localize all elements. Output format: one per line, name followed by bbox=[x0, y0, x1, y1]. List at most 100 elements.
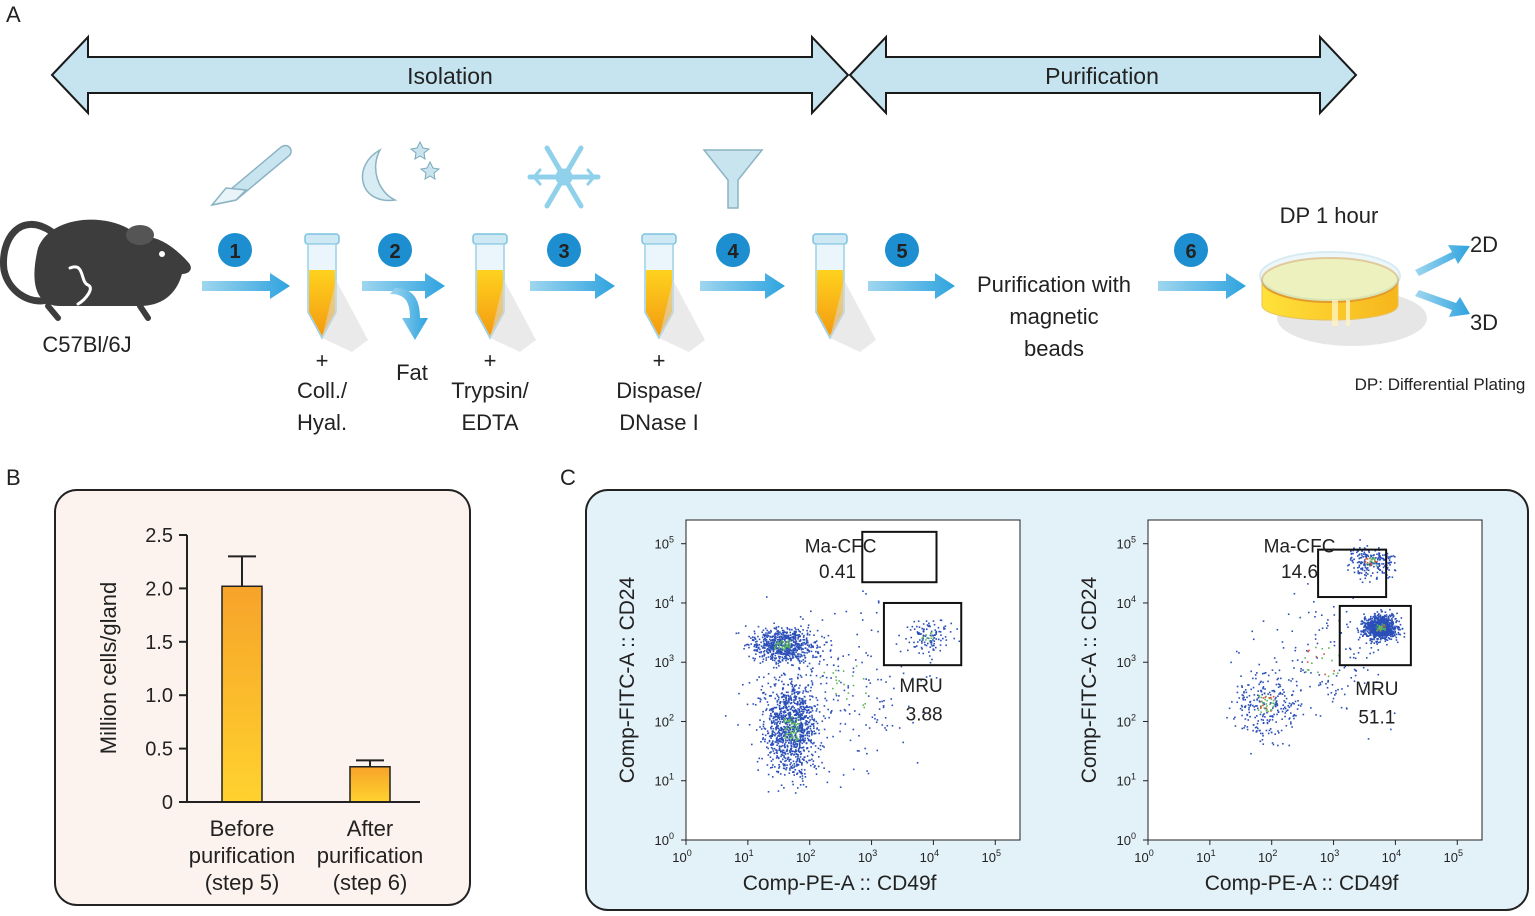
event-dot bbox=[1392, 630, 1395, 633]
event-dot bbox=[764, 738, 766, 741]
event-dot bbox=[788, 760, 791, 762]
event-dot bbox=[812, 725, 815, 728]
event-dot bbox=[1373, 561, 1376, 564]
event-dot bbox=[823, 767, 825, 769]
event-dot bbox=[780, 745, 783, 748]
event-dot bbox=[792, 728, 795, 731]
event-dot bbox=[791, 738, 794, 740]
event-dot bbox=[801, 726, 803, 728]
event-dot bbox=[780, 761, 782, 763]
event-dot bbox=[796, 787, 799, 789]
event-dot bbox=[799, 722, 801, 725]
event-dot bbox=[791, 736, 793, 738]
event-dot bbox=[778, 749, 780, 752]
event-dot bbox=[930, 630, 933, 633]
event-dot bbox=[796, 730, 799, 733]
event-dot bbox=[782, 738, 784, 741]
event-dot bbox=[1379, 629, 1382, 632]
event-dot bbox=[1376, 558, 1379, 561]
event-dot bbox=[870, 629, 873, 632]
event-dot bbox=[942, 637, 944, 640]
event-dot bbox=[1378, 552, 1380, 554]
event-dot bbox=[885, 729, 888, 731]
event-dot bbox=[770, 737, 772, 739]
event-dot bbox=[801, 739, 804, 742]
event-dot bbox=[1258, 694, 1261, 697]
event-dot bbox=[1376, 577, 1378, 580]
event-dot bbox=[769, 635, 772, 638]
event-dot bbox=[786, 723, 789, 726]
event-dot bbox=[785, 697, 787, 700]
event-dot bbox=[786, 658, 788, 660]
event-dot bbox=[807, 721, 810, 724]
event-dot bbox=[759, 719, 761, 721]
event-dot bbox=[1233, 718, 1235, 720]
event-dot bbox=[773, 676, 776, 679]
event-dot bbox=[784, 763, 786, 766]
event-dot bbox=[1259, 681, 1262, 684]
event-dot bbox=[1388, 619, 1390, 621]
event-dot bbox=[1360, 623, 1362, 625]
bar-chart: 00.51.01.52.02.5 Beforepurification(step… bbox=[96, 525, 423, 895]
event-dot bbox=[1371, 572, 1374, 574]
event-dot bbox=[773, 659, 776, 662]
event-dot bbox=[809, 689, 812, 692]
event-dot bbox=[1398, 626, 1401, 629]
event-dot bbox=[939, 631, 942, 633]
event-dot bbox=[1271, 715, 1274, 717]
event-dot bbox=[773, 644, 775, 647]
event-dot bbox=[1266, 722, 1269, 725]
event-dot bbox=[783, 734, 786, 736]
tube-1-reagent-2: Hyal. bbox=[297, 410, 347, 435]
event-dot bbox=[1376, 614, 1379, 617]
event-dot bbox=[1276, 628, 1279, 631]
event-dot bbox=[810, 668, 812, 671]
event-dot bbox=[1381, 628, 1384, 630]
event-dot bbox=[1389, 619, 1392, 622]
event-dot bbox=[774, 627, 777, 630]
event-dot bbox=[1366, 562, 1369, 564]
event-dot bbox=[771, 646, 774, 648]
event-dot bbox=[780, 674, 783, 677]
event-dot bbox=[767, 682, 770, 685]
event-dot bbox=[912, 721, 914, 724]
event-dot bbox=[1315, 655, 1318, 658]
event-dot bbox=[1290, 723, 1292, 725]
event-dot bbox=[776, 756, 779, 758]
event-dot bbox=[1381, 635, 1384, 638]
event-dot bbox=[847, 685, 850, 687]
event-dot bbox=[1370, 575, 1372, 577]
event-dot bbox=[778, 645, 781, 647]
event-dot bbox=[810, 650, 813, 653]
event-dot bbox=[756, 643, 758, 646]
event-dot bbox=[800, 752, 803, 755]
event-dot bbox=[801, 718, 804, 720]
event-dot bbox=[807, 750, 810, 753]
event-dot bbox=[1392, 626, 1395, 629]
event-dot bbox=[1399, 623, 1402, 626]
event-dot bbox=[1332, 697, 1335, 700]
event-dot bbox=[769, 651, 772, 653]
event-dot bbox=[766, 730, 769, 732]
event-dot bbox=[779, 631, 781, 633]
event-dot bbox=[1384, 634, 1387, 636]
event-dot bbox=[1250, 688, 1253, 691]
event-dot bbox=[1256, 715, 1258, 717]
event-dot bbox=[786, 733, 789, 735]
event-dot bbox=[929, 625, 931, 628]
event-dot bbox=[1241, 714, 1243, 717]
event-dot bbox=[1379, 619, 1381, 622]
event-dot bbox=[775, 715, 778, 718]
event-dot bbox=[777, 742, 780, 745]
event-dot bbox=[786, 702, 789, 705]
event-dot bbox=[806, 633, 809, 636]
event-dot bbox=[1362, 666, 1365, 669]
event-dot bbox=[868, 679, 870, 681]
event-dot bbox=[932, 649, 935, 651]
event-dot bbox=[1369, 618, 1372, 620]
event-dot bbox=[926, 642, 929, 645]
event-dot bbox=[784, 650, 786, 652]
event-dot bbox=[776, 749, 778, 752]
event-dot bbox=[929, 634, 932, 637]
event-dot bbox=[1379, 623, 1382, 626]
